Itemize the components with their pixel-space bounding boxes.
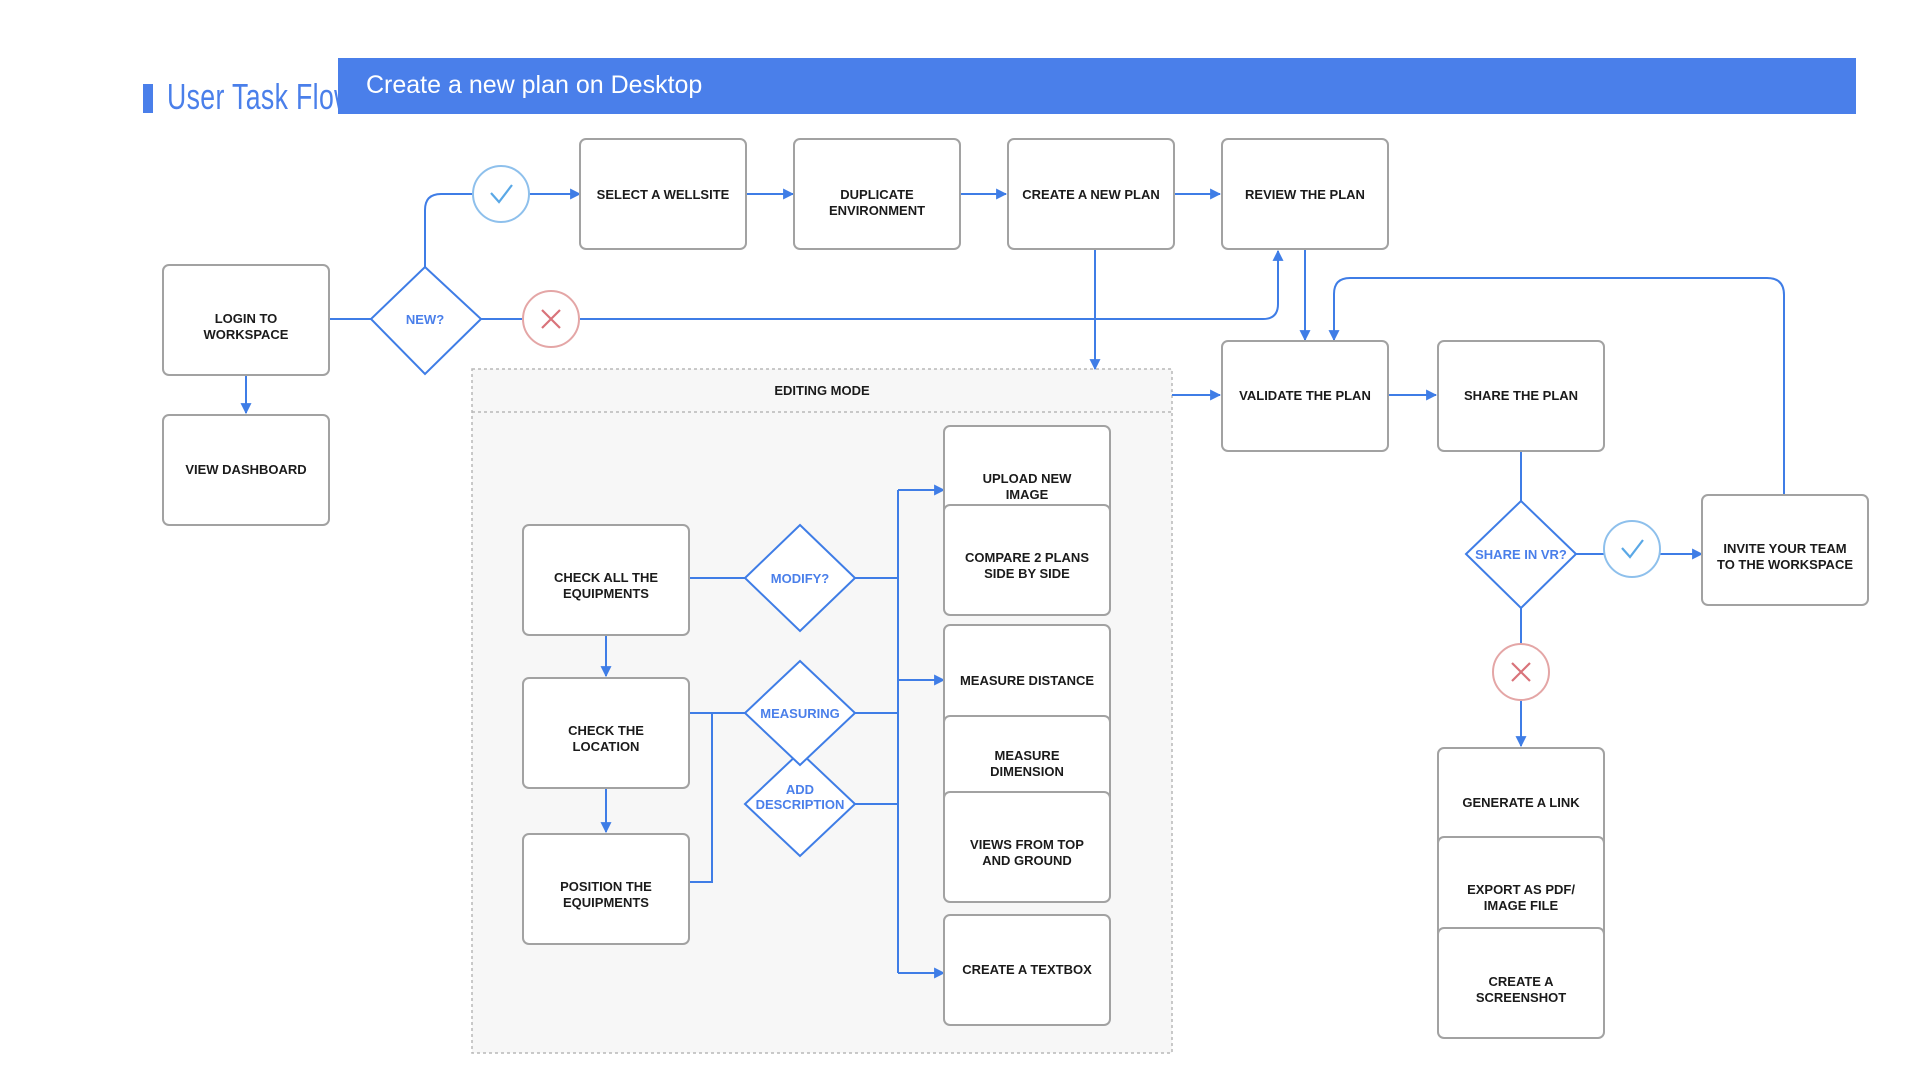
node-review-plan: REVIEW THE PLAN xyxy=(1221,138,1389,250)
svg-text:REVIEW THE PLAN: REVIEW THE PLAN xyxy=(1245,187,1365,202)
svg-text:CREATE A TEXTBOX: CREATE A TEXTBOX xyxy=(962,962,1092,977)
brand-accent-bar xyxy=(143,84,153,113)
svg-text:NEW?: NEW? xyxy=(406,312,444,327)
decision-new: NEW? xyxy=(369,265,483,376)
decision-measuring: MEASURING xyxy=(743,659,857,767)
svg-text:MEASURE DISTANCE: MEASURE DISTANCE xyxy=(960,673,1094,688)
brand-title: User Task Flow xyxy=(167,76,354,117)
svg-text:MEASURING: MEASURING xyxy=(760,706,839,721)
node-generate-link: GENERATE A LINK xyxy=(1437,747,1605,859)
svg-text:VIEW DASHBOARD: VIEW DASHBOARD xyxy=(185,462,306,477)
svg-text:SHARE THE PLAN: SHARE THE PLAN xyxy=(1464,388,1578,403)
header-band: Create a new plan on Desktop xyxy=(338,58,1856,114)
node-share-plan: SHARE THE PLAN xyxy=(1437,340,1605,452)
node-view-dashboard: VIEW DASHBOARD xyxy=(162,414,330,526)
cross-icon xyxy=(522,290,580,348)
svg-text:CREATE A NEW PLAN: CREATE A NEW PLAN xyxy=(1022,187,1159,202)
page-title: Create a new plan on Desktop xyxy=(366,71,703,99)
cross-icon xyxy=(1492,643,1550,701)
svg-text:SELECT A WELLSITE: SELECT A WELLSITE xyxy=(597,187,730,202)
editing-mode-title: EDITING MODE xyxy=(774,383,870,398)
svg-text:GENERATE A LINK: GENERATE A LINK xyxy=(1462,795,1580,810)
node-export-pdf: EXPORT AS PDF/IMAGE FILE xyxy=(1437,836,1605,948)
connectors xyxy=(240,188,1785,979)
svg-text:SHARE IN VR?: SHARE IN VR? xyxy=(1475,547,1567,562)
node-validate-plan: VALIDATE THE PLAN xyxy=(1221,340,1389,452)
svg-text:EXPORT AS PDF/IMAGE FILE: EXPORT AS PDF/IMAGE FILE xyxy=(1467,882,1575,913)
svg-text:MODIFY?: MODIFY? xyxy=(771,571,830,586)
svg-text:VALIDATE THE PLAN: VALIDATE THE PLAN xyxy=(1239,388,1371,403)
decision-modify: MODIFY? xyxy=(743,523,857,633)
decision-share-vr: SHARE IN VR? xyxy=(1464,499,1578,610)
node-select-wellsite: SELECT A WELLSITE xyxy=(579,138,747,250)
check-icon xyxy=(472,165,530,223)
node-create-new-plan: CREATE A NEW PLAN xyxy=(1007,138,1175,250)
node-create-textbox: CREATE A TEXTBOX xyxy=(943,914,1111,1026)
check-icon xyxy=(1603,520,1661,578)
